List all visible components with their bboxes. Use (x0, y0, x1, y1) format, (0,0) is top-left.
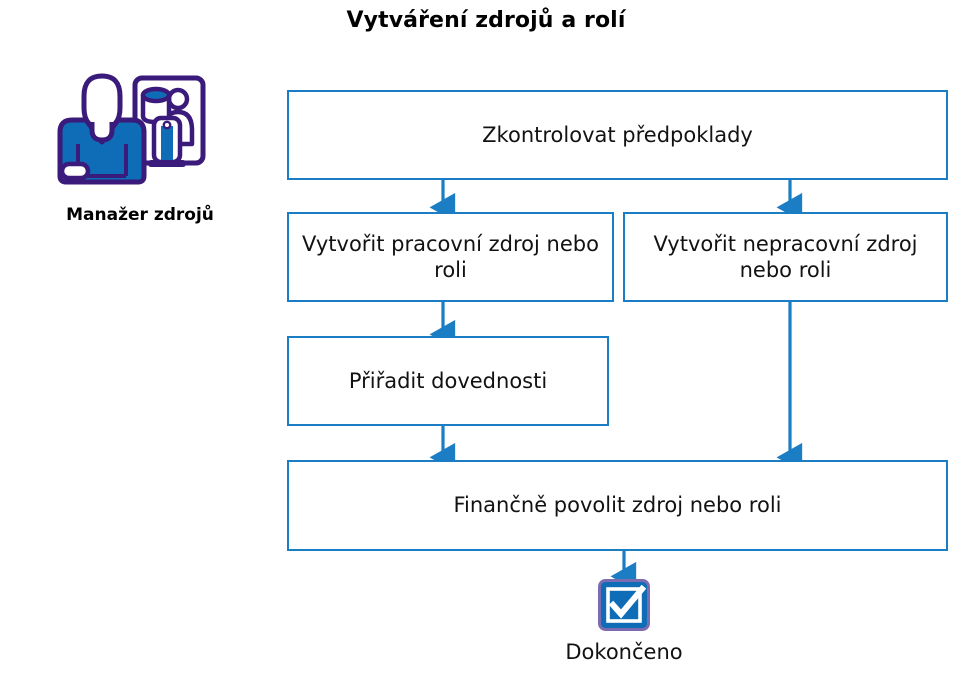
checkbox-checked-icon (597, 578, 651, 632)
node-create-nonwork-resource[interactable]: Vytvořit nepracovní zdroj nebo roli (623, 212, 948, 302)
actor-resource-manager: Manažer zdrojů (30, 72, 250, 242)
node-label: Vytvořit pracovní zdroj nebo roli (302, 231, 599, 282)
end-label: Dokončeno (565, 640, 683, 664)
page-title: Vytváření zdrojů a rolí (346, 8, 626, 33)
node-assign-skills[interactable]: Přiřadit dovednosti (287, 336, 609, 426)
node-label: Finančně povolit zdroj nebo roli (453, 493, 782, 518)
node-create-work-resource[interactable]: Vytvořit pracovní zdroj nebo roli (287, 212, 614, 302)
node-label: Vytvořit nepracovní zdroj nebo roli (653, 231, 918, 282)
node-financially-approve[interactable]: Finančně povolit zdroj nebo roli (287, 460, 948, 551)
node-check-prerequisites[interactable]: Zkontrolovat předpoklady (287, 90, 948, 180)
resource-manager-icon (48, 72, 208, 196)
node-label: Zkontrolovat předpoklady (482, 122, 753, 147)
actor-label: Manažer zdrojů (66, 205, 214, 225)
node-label: Přiřadit dovednosti (348, 368, 548, 393)
